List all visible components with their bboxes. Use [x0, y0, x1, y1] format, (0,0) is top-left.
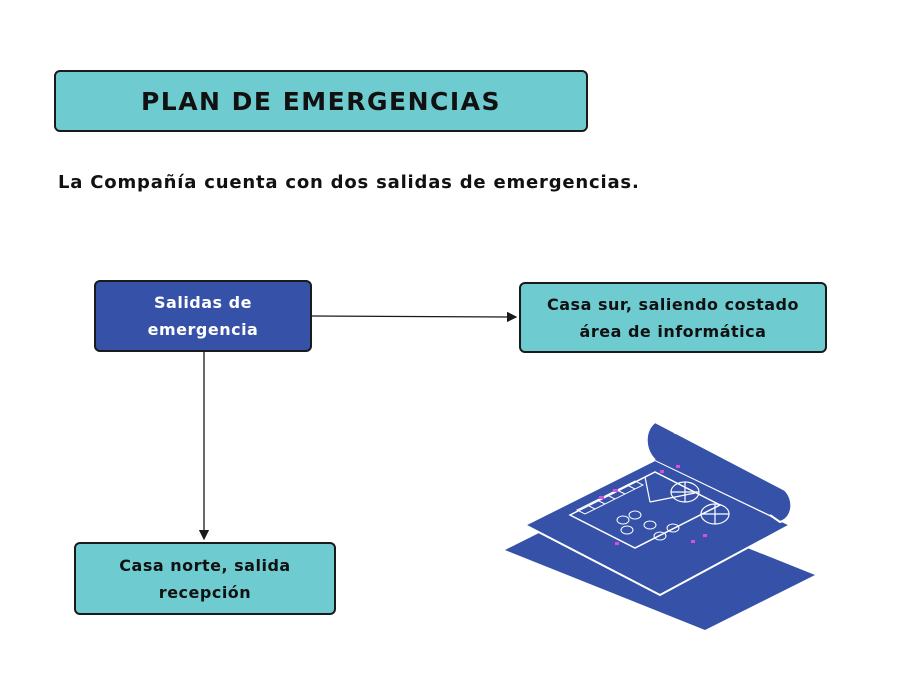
- node-casa-sur: Casa sur, saliendo costado área de infor…: [519, 282, 827, 353]
- node-salidas-emergencia-label: Salidas de emergencia: [147, 293, 259, 339]
- node-casa-sur-label: Casa sur, saliendo costado área de infor…: [547, 294, 799, 341]
- node-casa-norte: Casa norte, salida recepción: [74, 542, 336, 615]
- node-salidas-emergencia: Salidas de emergencia: [94, 280, 312, 352]
- subtitle-text: La Compañía cuenta con dos salidas de em…: [58, 172, 640, 193]
- title-box: PLAN DE EMERGENCIAS: [54, 70, 588, 132]
- node-casa-norte-label: Casa norte, salida recepción: [119, 555, 291, 602]
- page-title: PLAN DE EMERGENCIAS: [140, 86, 502, 116]
- floor-plan-blueprint-icon: [505, 418, 815, 630]
- connector-to-south: [311, 311, 518, 323]
